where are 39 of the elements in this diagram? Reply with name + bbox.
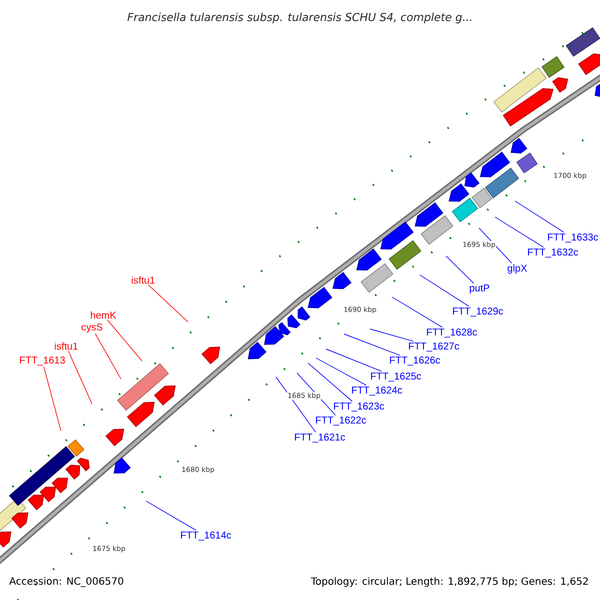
leader-line (344, 334, 400, 356)
gene-label: glpX (508, 264, 527, 274)
gene-label: isftu1 (132, 276, 155, 284)
leader-line (514, 200, 564, 233)
leader-line (107, 320, 142, 362)
gene-label: FTT_1627c (409, 342, 460, 352)
title: Francisella tularensis subsp. tularensis SCHU S4, complete g... (128, 12, 472, 24)
gene-label: FTT_1633c (548, 234, 598, 242)
leader-line (478, 228, 512, 264)
gene-label: FTT_1626c (390, 356, 440, 366)
leader-line (148, 284, 188, 322)
leader-line (68, 350, 92, 404)
footer-text: Accession: NC_006570 (9, 577, 124, 587)
gene-label: FTT_1624c (352, 386, 402, 396)
gene-label: FTT_1613 (20, 356, 65, 366)
leader-line (446, 256, 474, 284)
leader-line (420, 274, 470, 307)
gene-label: FTT_1632c (528, 248, 578, 258)
gene-label: FTT_1623c (334, 402, 384, 412)
gene-label: isftu1 (54, 342, 78, 350)
leader-line (370, 328, 414, 342)
leader-line (43, 366, 62, 432)
gene-label: FTT_1628c (427, 328, 478, 338)
gene-label: putP (470, 284, 490, 294)
footer-text: Topology: circular; Length: 1,892,775 bp; Genes: 1,652 (310, 577, 588, 587)
gene-label: FTT_1629c (453, 308, 504, 316)
gene-label: FTT_1622c (316, 416, 366, 426)
gene-label: FTT_1614c (181, 532, 232, 540)
gene-label: FTT_1625c (371, 372, 422, 382)
leader-line (316, 358, 367, 386)
gene-label: FTT_1621c (295, 434, 346, 442)
leader-line (392, 296, 443, 328)
gene-label: hemK (90, 311, 116, 319)
leader-line (146, 500, 196, 531)
leader-line (94, 333, 122, 380)
leader-line (308, 362, 353, 402)
leader-line (326, 348, 382, 372)
gene-label: cysS (82, 323, 102, 333)
leader-line (494, 216, 544, 248)
